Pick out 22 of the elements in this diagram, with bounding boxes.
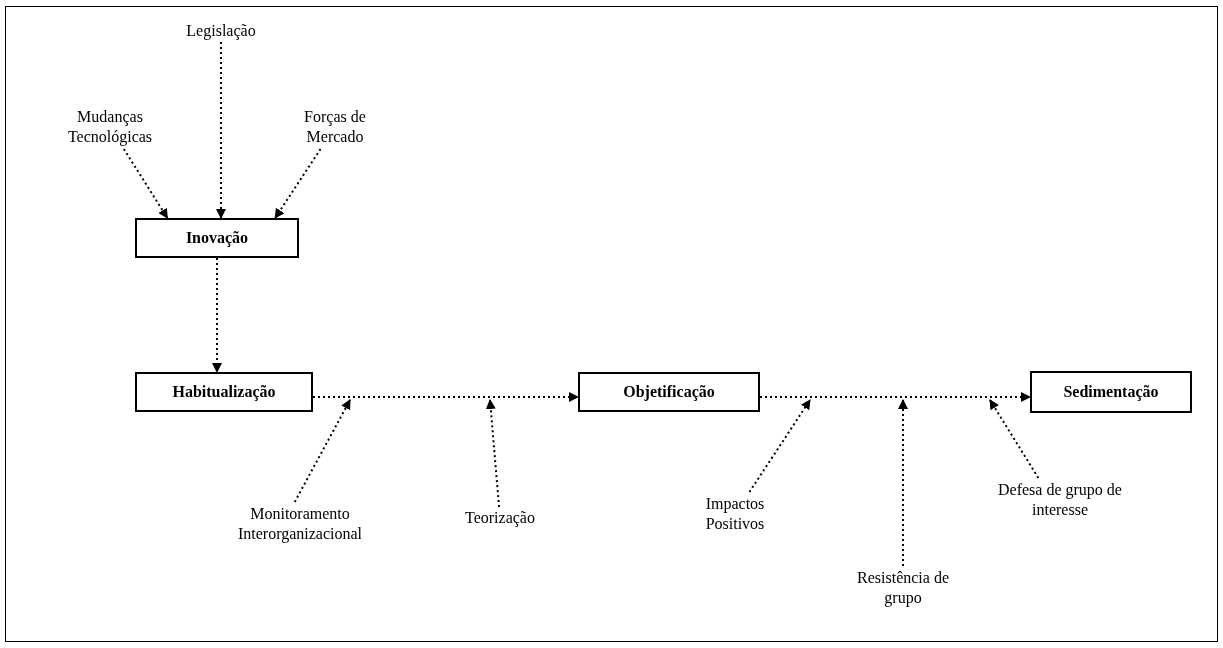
factor-label: Forças de Mercado	[280, 105, 390, 149]
dotted-arrow	[122, 148, 169, 219]
factor-label: Impactos Positivos	[680, 492, 790, 536]
dotted-arrow	[274, 148, 322, 219]
factor-label: Defesa de grupo de interesse	[975, 478, 1145, 522]
factor-label: Monitoramento Interorganizacional	[210, 502, 390, 546]
dotted-arrow	[212, 257, 222, 373]
process-box: Inovação	[135, 218, 299, 258]
dotted-arrow	[989, 399, 1040, 479]
dotted-arrow	[485, 399, 501, 508]
dotted-arrow	[898, 399, 908, 567]
dotted-arrow	[216, 41, 226, 219]
factor-label: Teorização	[450, 507, 550, 529]
factor-label: Resistência de grupo	[850, 566, 956, 610]
dotted-arrow	[748, 399, 811, 493]
dotted-arrow	[293, 399, 351, 503]
dotted-arrow	[312, 392, 579, 402]
factor-label: Legislação	[176, 20, 266, 42]
process-box: Habitualização	[135, 372, 313, 412]
process-box: Sedimentação	[1030, 371, 1192, 413]
factor-label: Mudanças Tecnológicas	[50, 105, 170, 149]
process-box: Objetificação	[578, 372, 760, 412]
